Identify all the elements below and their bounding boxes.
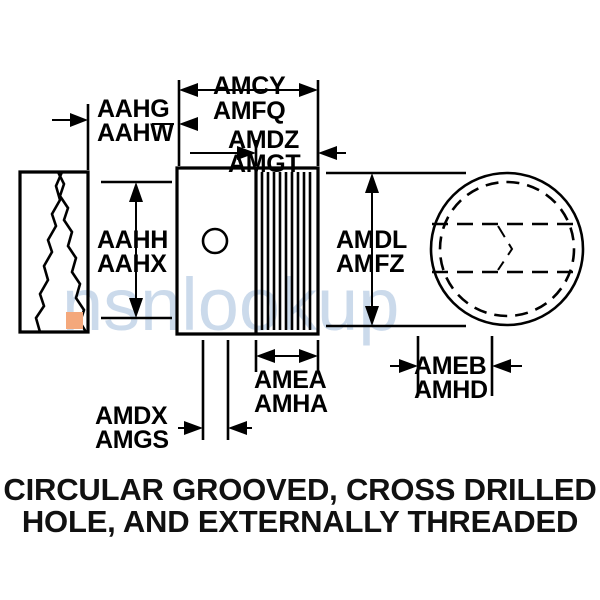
dimension-aahg-aahw: AAHG AAHW (52, 95, 175, 170)
dimension-amdz-amgt: AMDZ AMGT (190, 126, 346, 178)
dimension-aahh-aahx: AAHH AAHX (97, 180, 172, 320)
arrowhead-amea-right (299, 349, 318, 363)
end-view (429, 171, 585, 327)
arrowhead-amdz-left (237, 146, 256, 160)
caption-line-2: HOLE, AND EXTERNALLY THREADED (22, 504, 578, 539)
arrowhead-amcy-right (299, 83, 318, 97)
arrowhead-amdx-left (184, 421, 203, 435)
dimension-label-amcy: AMCY (213, 72, 286, 100)
dimension-label-amdl: AMDL (336, 226, 407, 254)
arrowhead-amdz-right (318, 146, 337, 160)
dimension-label-aahx: AAHX (97, 250, 167, 278)
dimension-amea-amha: AMEA AMHA (254, 340, 328, 418)
groove-lines (260, 172, 312, 330)
arrowhead-amdx-right (228, 421, 247, 435)
arrowhead-ameb-right (492, 359, 511, 373)
end-view-outer-circle (429, 171, 585, 327)
dimension-label-aahh: AAHH (97, 226, 168, 254)
cross-drilled-hole (201, 227, 229, 255)
arrowhead-aahh-bottom (129, 298, 143, 318)
end-view-thread-root-circle (438, 180, 576, 318)
dimension-label-amhd: AMHD (414, 376, 488, 404)
arrowhead-amcy-inner (179, 117, 198, 131)
dimension-label-amfz: AMFZ (336, 250, 404, 278)
dimension-amdx-amgs: AMDX AMGS (95, 340, 252, 454)
dimension-label-amgs: AMGS (95, 426, 169, 454)
flange-outline (18, 170, 90, 334)
watermark-text: nsnlookup (62, 263, 399, 346)
break-line-right (56, 171, 88, 333)
dimension-amdl-amfz: AMDL AMFZ (326, 171, 466, 328)
arrowhead-ameb-left (399, 359, 418, 373)
arrowhead-amdl-top (365, 173, 379, 193)
dimension-amcy-amfq: AMCY AMFQ (152, 72, 320, 166)
dimension-label-amea: AMEA (254, 366, 327, 394)
arrowhead-aahh-top (129, 182, 143, 202)
left-flange (18, 170, 90, 334)
main-body (175, 166, 320, 336)
dimension-label-amfq: AMFQ (213, 97, 285, 125)
body-outline (175, 166, 320, 336)
dimension-label-aahg: AAHG (97, 95, 169, 123)
dimension-ameb-amhd: AMEB AMHD (390, 336, 522, 404)
dimension-label-amdx: AMDX (95, 402, 168, 430)
arrowhead-amdl-bottom (365, 306, 379, 326)
color-swatch-artifact (66, 312, 83, 329)
arrowhead-amea-left (256, 349, 275, 363)
dimension-label-amdz: AMDZ (228, 126, 299, 154)
end-view-hole-break-mark (497, 225, 514, 271)
arrowhead-aahg-right (70, 113, 88, 127)
caption-line-1: CIRCULAR GROOVED, CROSS DRILLED (3, 472, 596, 507)
arrowhead-amcy-left (179, 83, 198, 97)
dimension-label-amha: AMHA (254, 390, 328, 418)
break-line-left (34, 171, 64, 333)
dimension-label-ameb: AMEB (414, 352, 486, 380)
dimension-label-amgt: AMGT (228, 150, 300, 178)
